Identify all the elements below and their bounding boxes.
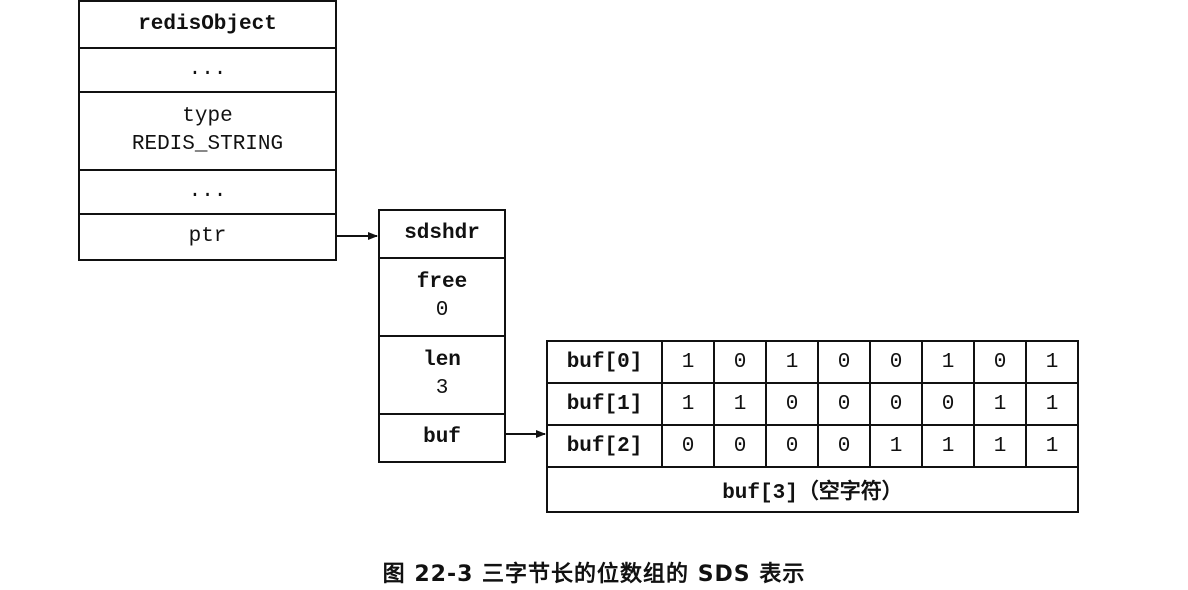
bit-cell: 1 bbox=[973, 382, 1027, 426]
free-label: free bbox=[416, 271, 468, 294]
buf-row: buf[0] 1 0 1 0 0 1 0 1 bbox=[546, 340, 1079, 384]
type-value: REDIS_STRING bbox=[131, 133, 284, 156]
bit-cell: 0 bbox=[713, 424, 767, 468]
sdshdr-title: sdshdr bbox=[380, 211, 504, 259]
bit-cell: 1 bbox=[1025, 382, 1079, 426]
sdshdr-free-field: free 0 bbox=[380, 259, 504, 337]
bit-cell: 1 bbox=[1025, 424, 1079, 468]
bit-cell: 0 bbox=[817, 424, 871, 468]
bit-cell: 1 bbox=[661, 340, 715, 384]
bit-cell: 1 bbox=[765, 340, 819, 384]
bit-cell: 0 bbox=[817, 340, 871, 384]
bit-cell: 0 bbox=[765, 382, 819, 426]
sdshdr-len-field: len 3 bbox=[380, 337, 504, 415]
bit-cell: 0 bbox=[973, 340, 1027, 384]
bit-cell: 1 bbox=[1025, 340, 1079, 384]
bit-cell: 0 bbox=[921, 382, 975, 426]
redis-object-ellipsis-top: ... bbox=[80, 49, 335, 93]
bit-cell: 1 bbox=[713, 382, 767, 426]
bit-cell: 1 bbox=[661, 382, 715, 426]
figure-caption: 图 22-3 三字节长的位数组的 SDS 表示 bbox=[382, 562, 806, 587]
bit-cell: 0 bbox=[713, 340, 767, 384]
free-value: 0 bbox=[435, 299, 449, 322]
redis-object-ellipsis-bottom: ... bbox=[80, 171, 335, 215]
null-terminator-cell: buf[3]（空字符） bbox=[546, 466, 1079, 513]
buf-row: buf[2] 0 0 0 0 1 1 1 1 bbox=[546, 424, 1079, 468]
sdshdr-struct: sdshdr free 0 len 3 buf bbox=[378, 209, 506, 463]
buf-row: buf[1] 1 1 0 0 0 0 1 1 bbox=[546, 382, 1079, 426]
buf-bit-array: buf[0] 1 0 1 0 0 1 0 1 buf[1] 1 1 0 0 0 … bbox=[546, 340, 1079, 513]
redis-object-title: redisObject bbox=[80, 2, 335, 49]
len-value: 3 bbox=[435, 377, 449, 400]
type-label: type bbox=[182, 105, 233, 128]
buf-terminator-row: buf[3]（空字符） bbox=[546, 466, 1079, 513]
bit-cell: 0 bbox=[869, 382, 923, 426]
bit-cell: 0 bbox=[765, 424, 819, 468]
bit-cell: 1 bbox=[973, 424, 1027, 468]
buf-row-label: buf[0] bbox=[546, 340, 663, 384]
bit-cell: 1 bbox=[921, 340, 975, 384]
bit-cell: 1 bbox=[921, 424, 975, 468]
redis-object-struct: redisObject ... type REDIS_STRING ... pt… bbox=[78, 0, 337, 261]
bit-cell: 0 bbox=[869, 340, 923, 384]
buf-row-label: buf[2] bbox=[546, 424, 663, 468]
bit-cell: 0 bbox=[661, 424, 715, 468]
bit-cell: 1 bbox=[869, 424, 923, 468]
buf-row-label: buf[1] bbox=[546, 382, 663, 426]
sdshdr-buf-field: buf bbox=[423, 426, 461, 449]
redis-object-ptr-field: ptr bbox=[188, 225, 227, 248]
bit-cell: 0 bbox=[817, 382, 871, 426]
len-label: len bbox=[423, 349, 461, 372]
redis-object-type-field: type REDIS_STRING bbox=[80, 93, 335, 171]
